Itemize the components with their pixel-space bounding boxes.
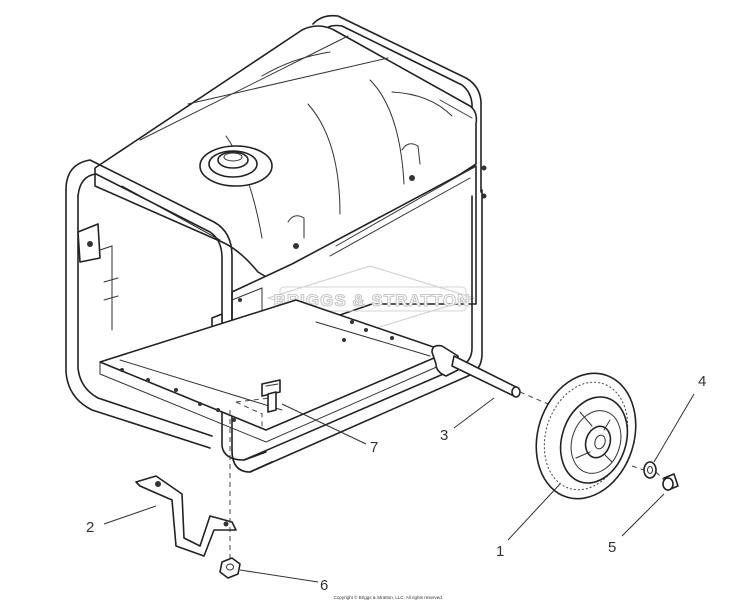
cap-nut — [662, 473, 679, 491]
callout-6: 6 — [320, 577, 328, 594]
callout-1: 1 — [496, 543, 504, 560]
assembly-lines — [229, 391, 665, 558]
frame-rear-tube — [312, 14, 482, 193]
hex-nut — [219, 557, 241, 579]
washer — [643, 461, 657, 479]
callout-3: 3 — [440, 427, 448, 444]
callout-5: 5 — [608, 539, 616, 556]
callout-2: 2 — [86, 519, 94, 536]
callout-7: 7 — [370, 439, 378, 456]
wheel — [535, 372, 637, 500]
callout-4: 4 — [698, 373, 706, 390]
leader-lines — [103, 393, 695, 583]
axle — [431, 344, 521, 398]
brand-watermark: BRIGGS & STRATTON — [265, 265, 477, 331]
copyright-notice: Copyright © Briggs & Stratton, LLC. All … — [334, 594, 443, 600]
bolt — [261, 379, 281, 413]
callouts: 1 2 3 4 5 6 7 — [86, 373, 706, 594]
watermark-text: BRIGGS & STRATTON — [274, 291, 471, 310]
mounting-foot — [135, 475, 237, 557]
fuel-cap — [199, 145, 273, 187]
